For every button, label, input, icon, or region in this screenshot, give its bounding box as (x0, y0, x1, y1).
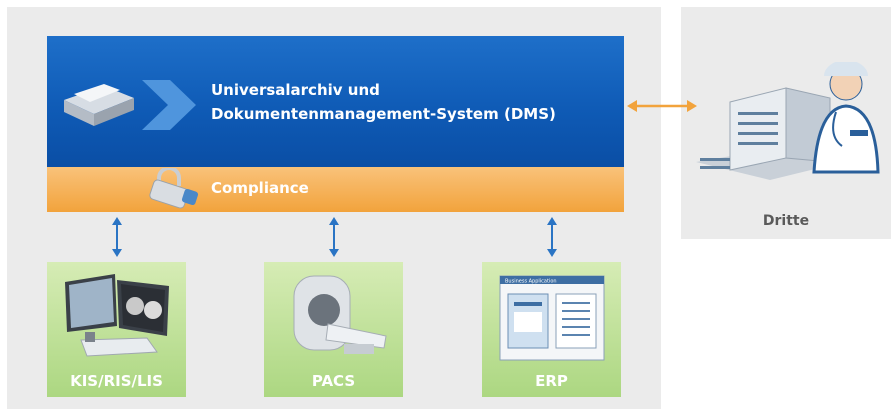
ct-scanner-icon (293, 275, 387, 354)
arrow-dms-pacs (329, 217, 339, 257)
system-box-kis: KIS/RIS/LIS (47, 262, 186, 397)
dms-title-line-2: Dokumentenmanagement-System (DMS) (211, 105, 556, 123)
compliance-bar (47, 167, 624, 212)
system-label-kis: KIS/RIS/LIS (70, 372, 163, 390)
chevron-right-icon (142, 80, 196, 130)
dms-box (47, 36, 624, 167)
scanner-icon (64, 84, 134, 126)
workstation-icon (65, 274, 169, 357)
dms-title-line-1: Universalarchiv und (211, 81, 380, 99)
erp-window-title: Business Application (505, 279, 557, 285)
business-application-icon: Business Application (499, 275, 605, 361)
system-label-pacs: PACS (311, 372, 356, 390)
arrow-dms-erp (547, 217, 557, 257)
system-box-pacs: PACS (264, 262, 403, 397)
dms-title: Universalarchiv und Dokumentenmanagement… (211, 78, 556, 126)
arrow-dms-third-party (627, 100, 697, 112)
compliance-label: Compliance (211, 179, 309, 197)
arrow-dms-kis (112, 217, 122, 257)
third-party-label: Dritte (762, 213, 810, 229)
hospital-doctor-icon (696, 62, 880, 180)
system-box-erp: Business Application ERP (482, 262, 621, 397)
padlock-icon (149, 168, 199, 209)
system-label-erp: ERP (535, 372, 568, 390)
